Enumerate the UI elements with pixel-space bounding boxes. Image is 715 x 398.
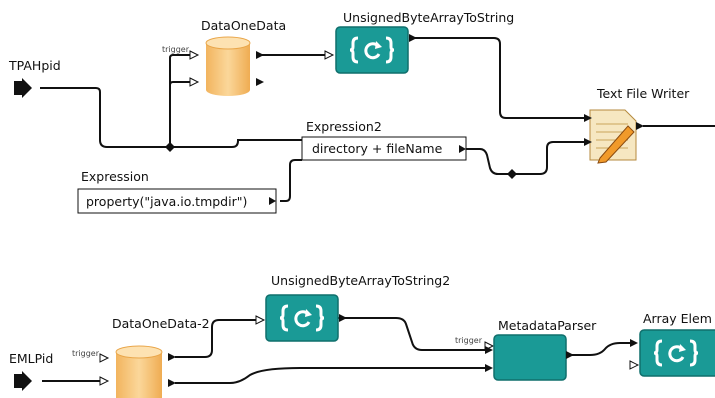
- expression2-actor[interactable]: Expression2 directory + fileName: [301, 119, 467, 161]
- expression-value: property("java.io.tmpdir"): [86, 194, 247, 209]
- expression-box[interactable]: [77, 188, 277, 214]
- actor-box: [335, 26, 409, 74]
- input-port-icon[interactable]: [189, 77, 200, 87]
- input-port-icon[interactable]: [584, 114, 592, 122]
- wire-expression2-junction[interactable]: [466, 148, 512, 175]
- output-port-icon[interactable]: [339, 314, 347, 322]
- input-port-icon[interactable]: [189, 50, 200, 60]
- output-port-icon[interactable]: [269, 197, 276, 205]
- connection-wires: [40, 37, 715, 202]
- junction-diamond: [507, 169, 517, 179]
- text-file-writer-actor[interactable]: Text File Writer: [584, 86, 690, 164]
- text-file-writer-label: Text File Writer: [596, 86, 690, 101]
- expression2-label: Expression2: [306, 119, 382, 134]
- trigger-port-label: trigger: [455, 336, 483, 345]
- port-arrow-icon: [14, 371, 32, 391]
- emlpid-port[interactable]: EMLPid: [9, 351, 53, 391]
- input-port-icon[interactable]: [324, 50, 335, 60]
- metadata-parser-label: MetadataParser: [498, 318, 597, 333]
- wire-dataone2-parser[interactable]: [175, 367, 490, 384]
- wire-ubats2-parser[interactable]: [338, 317, 490, 351]
- database-icon: [115, 345, 163, 398]
- input-port-icon[interactable]: [584, 138, 592, 146]
- wire-junction-expression2[interactable]: [170, 139, 302, 148]
- expression-actor[interactable]: Expression property("java.io.tmpdir"): [77, 169, 277, 214]
- trigger-port-label: trigger: [162, 45, 190, 54]
- array-element-actor[interactable]: Array Elem: [629, 311, 715, 377]
- wire-junction-trigger[interactable]: [169, 81, 190, 147]
- array-element-label: Array Elem: [643, 311, 712, 326]
- tpahpid-label: TPAHpid: [8, 58, 61, 73]
- wire-dataone2-ubats2[interactable]: [175, 319, 263, 358]
- database-icon: [205, 36, 251, 96]
- input-port-icon[interactable]: [630, 339, 638, 347]
- output-port-icon[interactable]: [636, 122, 644, 130]
- actor-box: [493, 334, 567, 381]
- output-port-icon[interactable]: [168, 353, 176, 361]
- tpahpid-port[interactable]: TPAHpid: [8, 58, 61, 98]
- input-port-icon[interactable]: [629, 360, 640, 370]
- expression2-box[interactable]: [301, 136, 467, 161]
- wire-ubats-writer[interactable]: [410, 37, 590, 119]
- connection-wires-lower: [42, 317, 630, 384]
- trigger-port-label: trigger: [72, 349, 100, 358]
- junction-diamond: [165, 142, 175, 152]
- wire-junction-writer[interactable]: [512, 141, 590, 175]
- expression2-value: directory + fileName: [312, 141, 443, 156]
- dataone-data-2-label: DataOneData-2: [112, 316, 210, 331]
- actor-box: [639, 329, 715, 377]
- wire-expression-expression2[interactable]: [280, 159, 302, 202]
- wire-tpahpid-junction[interactable]: [40, 87, 170, 148]
- output-port-icon[interactable]: [168, 379, 176, 387]
- ubats-actor[interactable]: UnsignedByteArrayToString: [324, 10, 514, 74]
- input-port-icon[interactable]: [255, 315, 266, 325]
- wire-parser-arrayelem[interactable]: [568, 342, 630, 356]
- ubats2-label: UnsignedByteArrayToString2: [271, 273, 450, 288]
- input-port-icon[interactable]: [99, 376, 110, 386]
- expression-label: Expression: [81, 169, 149, 184]
- metadata-parser-actor[interactable]: MetadataParser trigger: [455, 318, 597, 381]
- input-port-icon[interactable]: [485, 346, 493, 354]
- ubats2-actor[interactable]: UnsignedByteArrayToString2: [255, 273, 450, 342]
- port-arrow-icon: [14, 78, 32, 98]
- wire-junction-dataone[interactable]: [169, 54, 190, 147]
- actor-box: [265, 294, 339, 342]
- input-port-icon[interactable]: [485, 364, 493, 372]
- dataone-data-label: DataOneData: [201, 18, 286, 33]
- ubats-label: UnsignedByteArrayToString: [343, 10, 514, 25]
- output-port-icon[interactable]: [566, 351, 574, 359]
- input-port-icon[interactable]: [99, 353, 110, 363]
- output-port-icon[interactable]: [409, 34, 417, 42]
- emlpid-label: EMLPid: [9, 351, 53, 366]
- dataone-data-2-actor[interactable]: DataOneData-2 trigger: [72, 316, 210, 398]
- output-port-icon[interactable]: [256, 78, 264, 86]
- output-port-icon[interactable]: [459, 145, 466, 153]
- dataone-data-actor[interactable]: DataOneData trigger: [162, 18, 286, 96]
- output-port-icon[interactable]: [256, 51, 264, 59]
- text-file-pen-icon: [589, 109, 637, 164]
